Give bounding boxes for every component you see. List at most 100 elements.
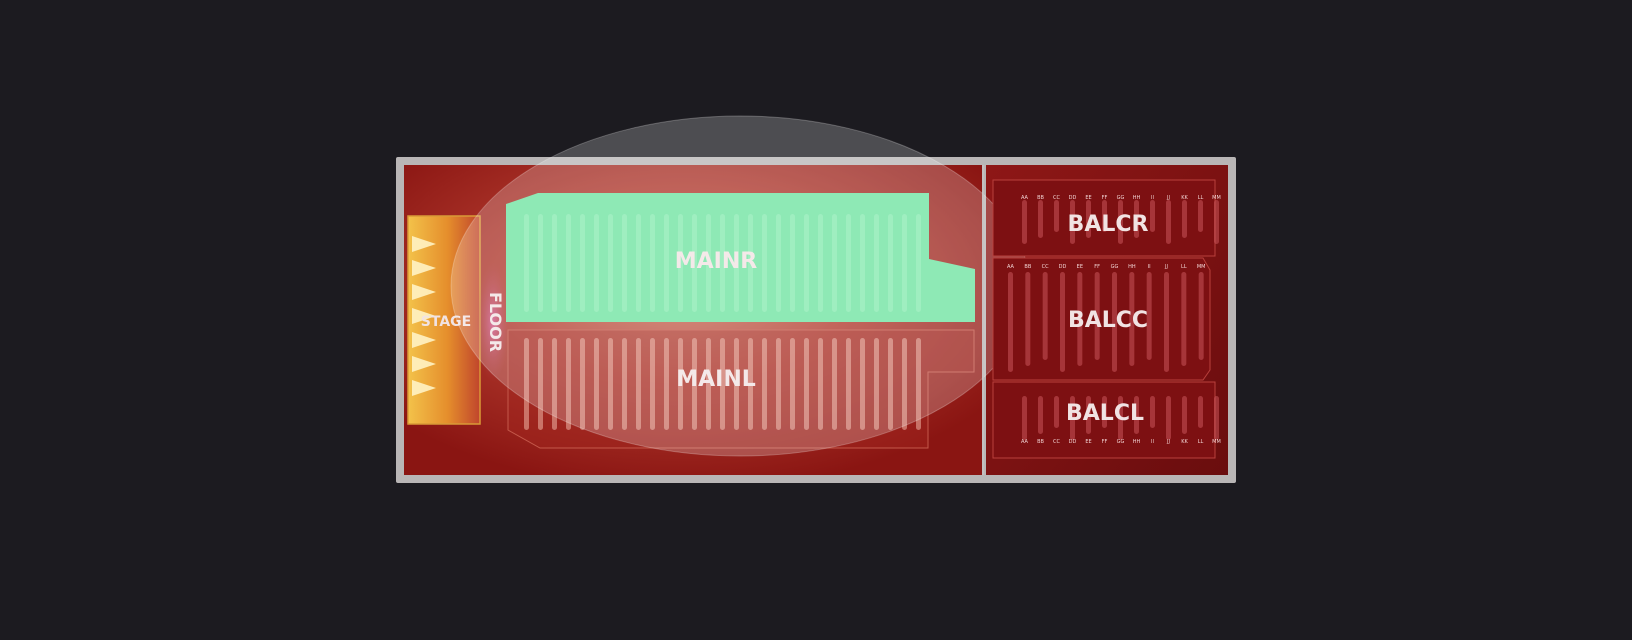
seat-row [1042,272,1048,360]
row-label: BB [1037,195,1044,201]
row-label: EE [1085,195,1091,201]
seat-row [1054,396,1059,428]
seat-row [1198,200,1203,232]
seat-row [692,338,697,430]
seat-row [594,214,599,312]
seat-row [790,214,795,312]
seat-row [846,214,851,312]
seat-row [846,338,851,430]
seat-row [860,338,865,430]
seat-row [762,214,767,312]
seat-row [804,214,809,312]
row-label: JJ [1166,195,1170,201]
seat-row [860,214,865,312]
stage-light-beam [412,308,436,324]
selection-lens-overlay [450,115,1030,457]
row-label: BB [1024,264,1031,270]
seat-row [902,338,907,430]
seat-row [776,338,781,430]
stage-light-beam [412,284,436,300]
row-label: GG [1117,195,1125,201]
seat-row [538,214,543,312]
seat-row [902,214,907,312]
row-label: EE [1085,439,1091,445]
seat-row [1181,272,1187,366]
seat-row [1060,272,1065,372]
seat-row [706,338,711,430]
seat-row [1054,200,1059,232]
row-label: CC [1042,264,1049,270]
row-label: LL [1181,264,1187,270]
row-label: FF [1094,264,1100,270]
seat-row [608,214,613,312]
seat-row [1129,272,1135,366]
seat-row [1070,396,1075,440]
seat-row [734,214,739,312]
seat-row [888,214,893,312]
seat-row [916,214,921,312]
seat-row [1025,272,1031,366]
seat-row [664,214,669,312]
seat-row [566,338,571,430]
seat-row [706,214,711,312]
seat-row [1118,396,1123,440]
seat-row [1166,200,1171,244]
row-label: HH [1133,439,1141,445]
row-label: FF [1102,439,1108,445]
seat-row [650,338,655,430]
row-label: AA [1021,439,1029,445]
seat-row [1214,396,1219,440]
row-label: KK [1181,439,1188,445]
row-label: II [1148,264,1151,270]
seat-row [1182,200,1187,238]
row-label: II [1151,195,1154,201]
seat-row [1038,396,1043,434]
floor-section[interactable]: FLOOR [477,262,509,382]
balcony-center-label: BALCC [1068,308,1148,333]
main-right-section[interactable]: MAINR [506,193,975,322]
row-label: MM [1212,195,1221,201]
row-label: MM [1212,439,1221,445]
stage-light-beam [412,260,436,276]
main-left-section[interactable]: MAINL [507,329,975,449]
seat-row [874,214,879,312]
seat-row [888,338,893,430]
seat-row [1022,200,1027,244]
seat-row [762,338,767,430]
row-label: MM [1197,264,1206,270]
seat-row [566,214,571,312]
main-left-rows [524,338,921,430]
row-label: LL [1198,195,1204,201]
seat-row [804,338,809,430]
seat-row [664,338,669,430]
seat-row [790,338,795,430]
seat-row [692,214,697,312]
seat-row [1112,272,1117,372]
seat-row [552,214,557,312]
seat-row [594,338,599,430]
seat-row [832,338,837,430]
seat-row [1164,272,1169,372]
seat-row [1198,272,1204,360]
row-label: DD [1059,264,1067,270]
main-right-label: MAINR [675,249,758,274]
seat-row [1008,272,1013,372]
seat-row [818,338,823,430]
seat-row [748,338,753,430]
seat-row [552,338,557,430]
seat-row [538,338,543,430]
seat-row [734,338,739,430]
seat-row [1198,396,1203,428]
seat-row [1214,200,1219,244]
seat-row [524,338,529,430]
balcony-left-label: BALCL [1066,401,1144,426]
seat-row [1102,200,1107,232]
seat-row [818,214,823,312]
row-label: JJ [1164,264,1168,270]
